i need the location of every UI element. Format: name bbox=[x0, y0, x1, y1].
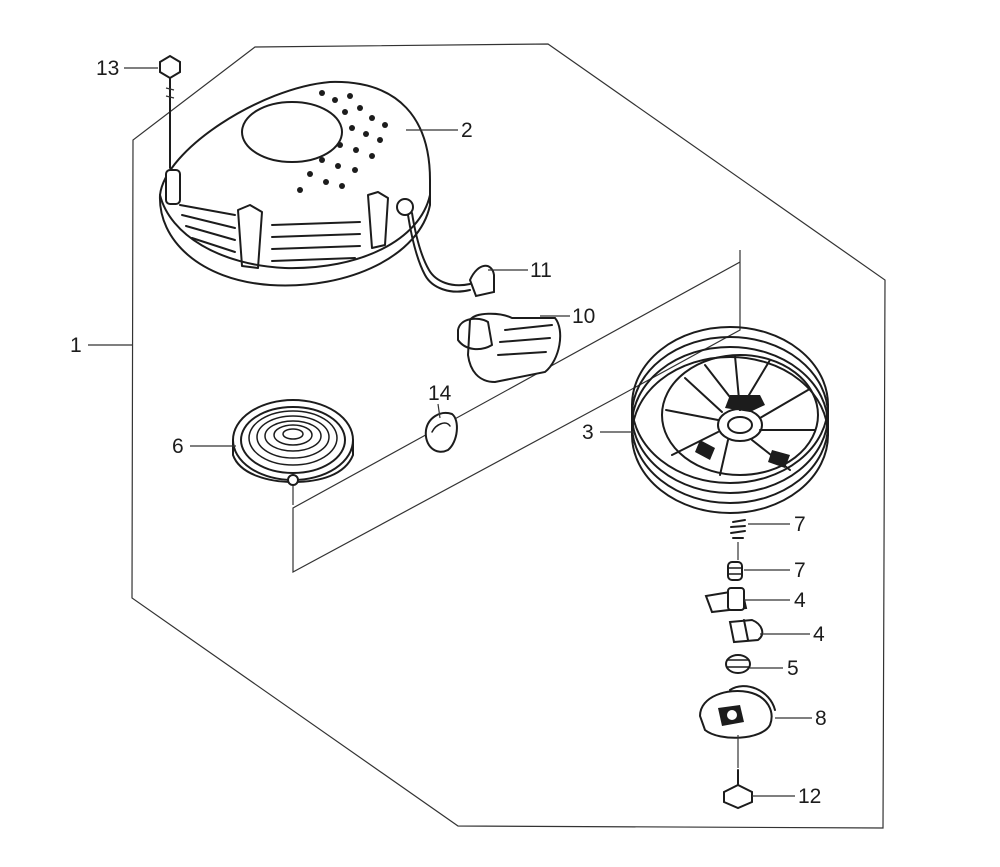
spring-7b bbox=[727, 561, 743, 581]
set-screw-12 bbox=[723, 769, 753, 810]
starter-reel bbox=[631, 326, 829, 514]
rope-cap bbox=[424, 412, 458, 453]
assembly-boundary bbox=[131, 43, 886, 829]
starter-rope bbox=[407, 212, 495, 298]
bolt-13 bbox=[159, 54, 181, 169]
callout-11: 11 bbox=[530, 259, 552, 282]
vent-holes bbox=[297, 90, 388, 193]
ratchet-4b bbox=[728, 618, 764, 644]
friction-plate-8 bbox=[698, 685, 776, 768]
callout-3: 3 bbox=[582, 421, 594, 444]
subgroup-boundary bbox=[292, 250, 741, 574]
callout-1: 1 bbox=[70, 334, 82, 357]
callout-8: 8 bbox=[815, 707, 827, 730]
callout-4-upper: 4 bbox=[794, 589, 806, 612]
callout-14: 14 bbox=[428, 382, 452, 405]
spring-7a bbox=[730, 519, 746, 560]
callout-4-lower: 4 bbox=[813, 623, 825, 646]
recoil-spring bbox=[232, 399, 354, 486]
spring-5 bbox=[725, 654, 751, 674]
case-slats bbox=[179, 204, 361, 262]
callout-13: 13 bbox=[96, 57, 119, 80]
callout-2: 2 bbox=[461, 119, 473, 142]
ratchet-4a bbox=[704, 587, 748, 614]
callout-5: 5 bbox=[787, 657, 799, 680]
callout-6: 6 bbox=[172, 435, 184, 458]
callout-7-lower: 7 bbox=[794, 559, 806, 582]
callout-12: 12 bbox=[798, 785, 821, 808]
callout-7-upper: 7 bbox=[794, 513, 806, 536]
callout-10: 10 bbox=[572, 305, 595, 328]
leader-lines bbox=[88, 67, 812, 797]
starter-handle bbox=[457, 312, 562, 384]
starter-case bbox=[158, 80, 431, 287]
